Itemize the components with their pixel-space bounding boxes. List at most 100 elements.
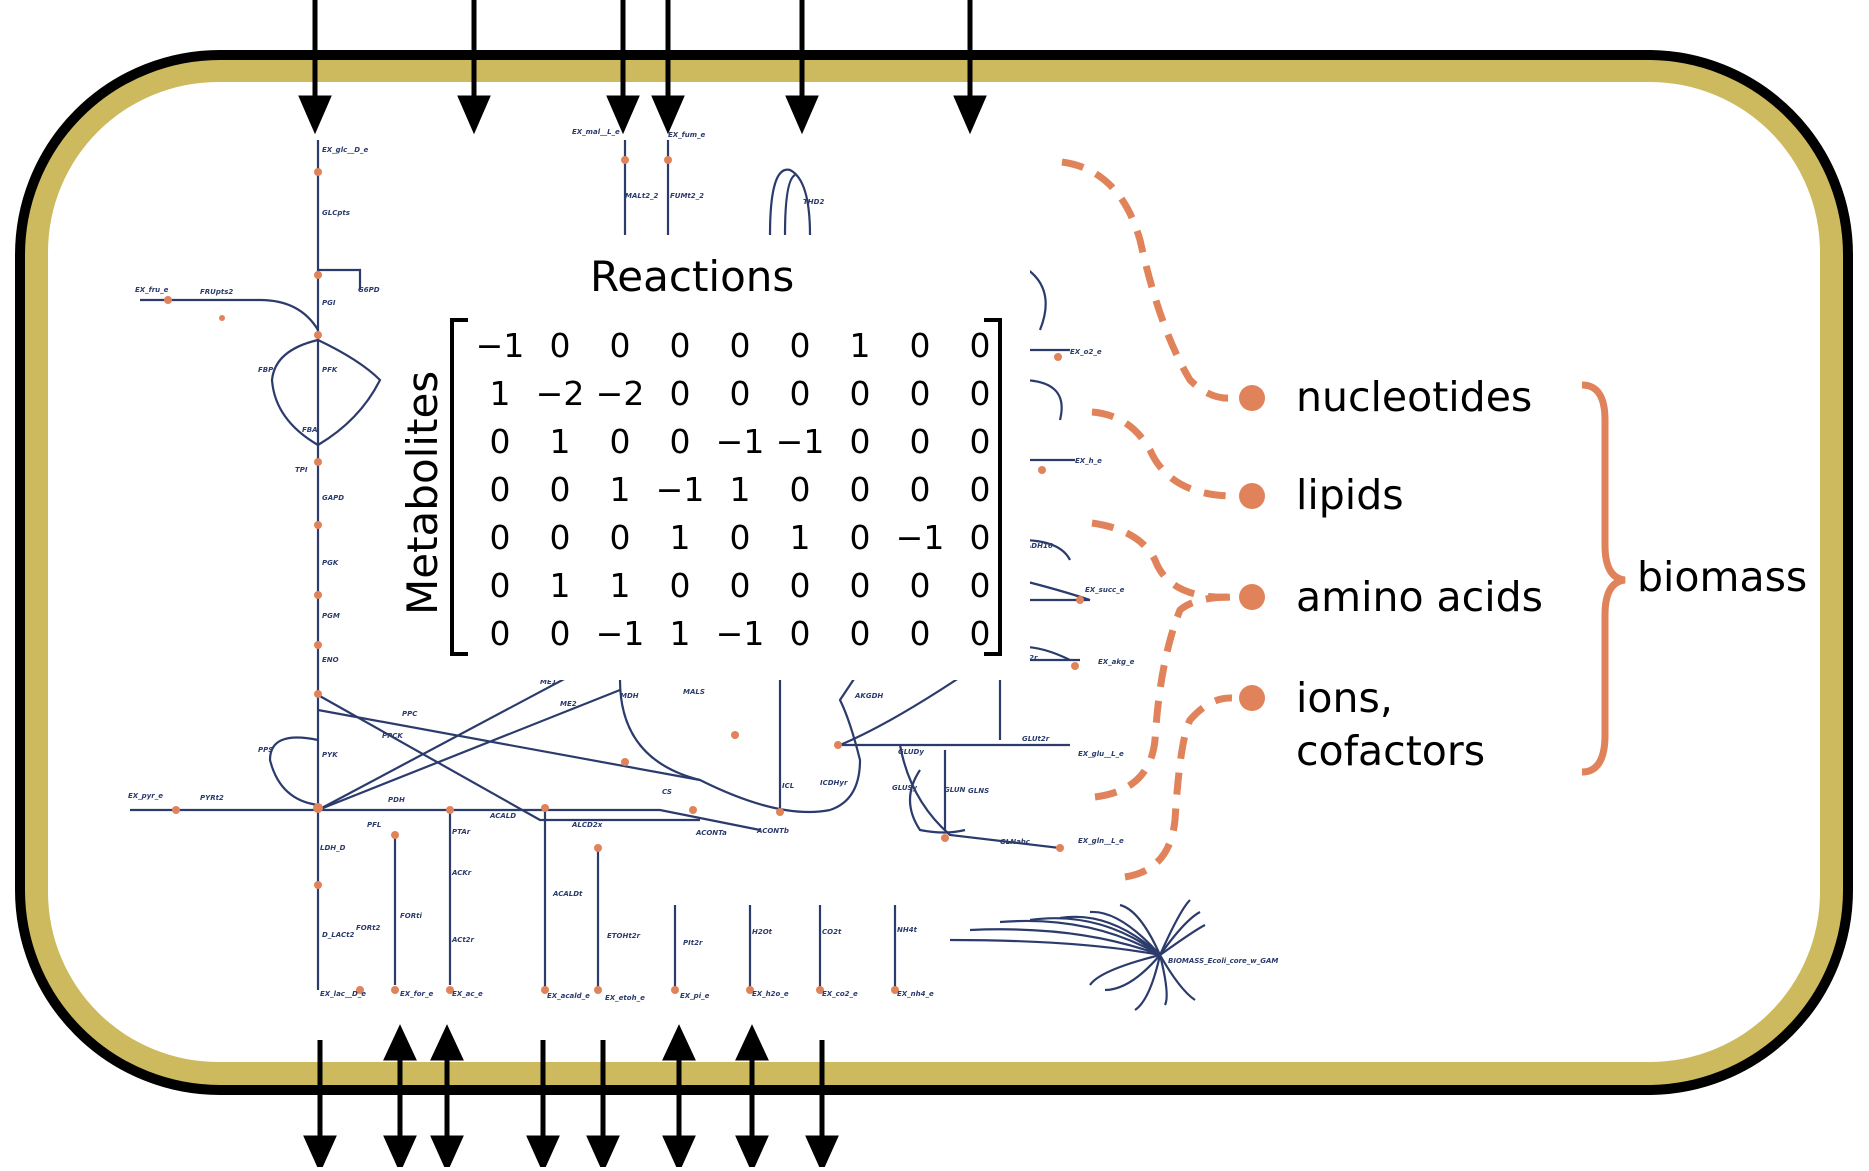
bullet-ions-cofactors	[1239, 685, 1265, 711]
label-ex-h: EX_h_e	[1075, 457, 1102, 465]
label-g6pd: G6PD	[358, 286, 380, 294]
matrix-cell: 0	[909, 566, 931, 605]
category-lipids: lipids	[1296, 471, 1404, 519]
label-acontb: ACONTb	[756, 827, 789, 835]
label-ex-for: EX_for_e	[400, 990, 433, 998]
bullet-lipids	[1239, 483, 1265, 509]
label-ex-lac: EX_lac__D_e	[320, 990, 366, 998]
label-ex-mal: EX_mal__L_e	[572, 128, 620, 136]
matrix-cell: 0	[789, 374, 811, 413]
matrix-cell: 0	[909, 614, 931, 653]
label-gludy: GLUDy	[898, 748, 924, 756]
bullet-nucleotides	[1239, 385, 1265, 411]
label-nh4t: NH4t	[897, 926, 918, 934]
label-ex-pi: EX_pi_e	[680, 992, 710, 1000]
label-pyrt2: PYRt2	[200, 794, 224, 802]
matrix-cell: 0	[969, 374, 991, 413]
matrix-cell: 0	[489, 470, 511, 509]
label-etoht2r: ETOHt2r	[607, 932, 641, 940]
matrix-cell: −1	[475, 326, 525, 365]
matrix-cell: 1	[549, 422, 571, 461]
label-icdhyr: ICDHyr	[820, 779, 848, 787]
label-gapd: GAPD	[322, 494, 344, 502]
label-ptar: PTAr	[452, 828, 471, 836]
label-ex-o2: EX_o2_e	[1070, 348, 1102, 356]
matrix-cell: 0	[489, 518, 511, 557]
matrix-cell: 1	[669, 518, 691, 557]
matrix-cell: 0	[969, 518, 991, 557]
biomass-brace	[1581, 381, 1626, 776]
label-akgdh: AKGDH	[854, 692, 883, 700]
label-glcpts: GLCpts	[322, 209, 350, 217]
category-nucleotides: nucleotides	[1296, 373, 1533, 421]
matrix-cell: 0	[849, 374, 871, 413]
matrix-cell: 0	[669, 374, 691, 413]
label-thd2: THD2	[803, 198, 824, 206]
matrix-cell: 1	[549, 566, 571, 605]
label-ex-akg: EX_akg_e	[1098, 658, 1135, 666]
label-mals: MALS	[683, 688, 705, 696]
label-ex-pyr: EX_pyr_e	[128, 792, 163, 800]
label-ex-fum: EX_fum_e	[668, 131, 706, 139]
matrix-cell: 0	[669, 326, 691, 365]
bottom-arrows	[303, 1024, 839, 1171]
label-forti: FORti	[400, 912, 422, 920]
label-ex-acald: EX_acald_e	[547, 992, 590, 1000]
label-me2: ME2	[560, 700, 577, 708]
matrix-cell: 0	[849, 518, 871, 557]
label-ex-fru: EX_fru_e	[135, 286, 169, 294]
matrix-cell: −1	[595, 614, 645, 653]
label-pps: PPS	[258, 746, 273, 754]
matrix-cell: 0	[489, 614, 511, 653]
label-ex-h2o: EX_h2o_e	[752, 990, 789, 998]
category-amino-acids: amino acids	[1296, 573, 1544, 621]
matrix-cell: 0	[669, 566, 691, 605]
label-glns: GLNS	[968, 787, 989, 795]
label-ex-ac: EX_ac_e	[452, 990, 483, 998]
matrix-cell: 0	[789, 614, 811, 653]
bullet-amino-acids	[1239, 584, 1265, 610]
label-pgk: PGK	[322, 559, 339, 567]
label-fort2: FORt2	[356, 924, 380, 932]
matrix-cell: 0	[789, 566, 811, 605]
matrix-cell: 1	[669, 614, 691, 653]
matrix-cell: 1	[789, 518, 811, 557]
matrix-cell: 0	[549, 470, 571, 509]
label-ldh-d: LDH_D	[320, 844, 346, 852]
matrix-cell: 0	[729, 518, 751, 557]
matrix-cell: 0	[909, 326, 931, 365]
matrix-cell: 0	[549, 518, 571, 557]
label-alcd2x: ALCD2x	[571, 821, 603, 829]
label-aconta: ACONTa	[695, 829, 727, 837]
matrix-cell: 1	[849, 326, 871, 365]
label-ppck: PPCK	[382, 732, 403, 740]
matrix-cell: 0	[909, 470, 931, 509]
matrix-cell: 0	[549, 614, 571, 653]
label-cs: CS	[662, 788, 672, 796]
matrix-cell: 1	[609, 566, 631, 605]
label-fba: FBA	[302, 426, 318, 434]
label-mdh: MDH	[620, 692, 639, 700]
label-co2t: CO2t	[822, 928, 842, 936]
label-acaldt: ACALDt	[552, 890, 583, 898]
matrix-cell: 0	[669, 422, 691, 461]
label-eno: ENO	[322, 656, 339, 664]
label-malt2-2: MALt2_2	[625, 192, 659, 200]
label-h2ot: H2Ot	[752, 928, 773, 936]
matrix-cell: 0	[789, 326, 811, 365]
matrix-cell: 0	[969, 470, 991, 509]
label-glut2r: GLUt2r	[1022, 735, 1050, 743]
matrix-cell: 0	[849, 422, 871, 461]
label-act2r: ACt2r	[451, 936, 475, 944]
matrix-ylabel: Metabolites	[398, 370, 447, 615]
label-ex-glc: EX_glc__D_e	[322, 146, 369, 154]
matrix-cell: −1	[895, 518, 945, 557]
label-nadh16: NADH16	[1020, 542, 1053, 550]
matrix-cell: 0	[609, 518, 631, 557]
category-bullets	[1239, 385, 1265, 711]
matrix-cell: 0	[729, 374, 751, 413]
matrix-cell: 0	[789, 470, 811, 509]
label-ackr: ACKr	[451, 869, 472, 877]
matrix-cell: 1	[609, 470, 631, 509]
